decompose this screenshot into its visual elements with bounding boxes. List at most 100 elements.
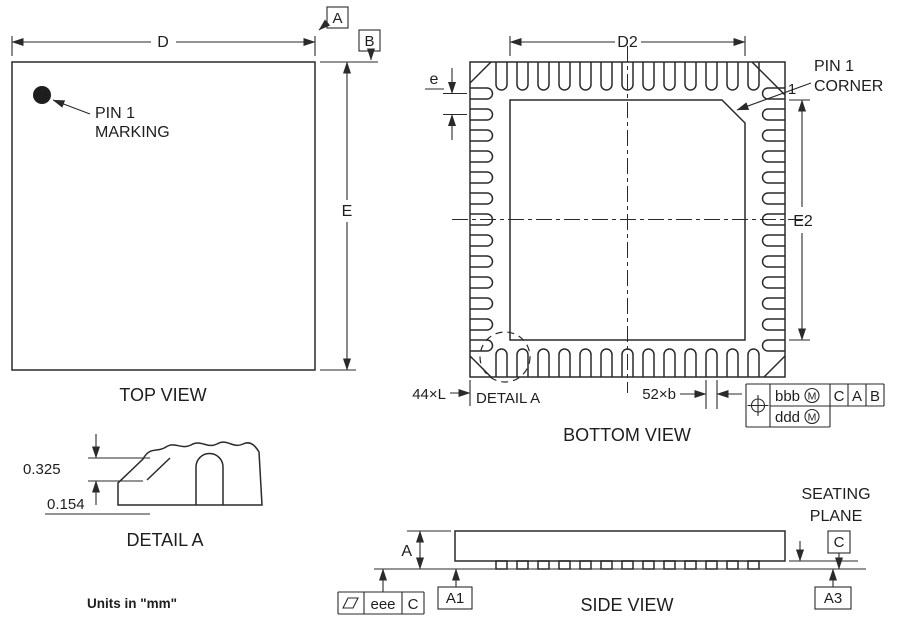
lead-slot <box>495 348 508 377</box>
detail-dim-top-label: 0.325 <box>23 461 61 478</box>
detail-a-title: DETAIL A <box>126 530 203 550</box>
pin1-corner-label-2: CORNER <box>814 78 883 95</box>
lead-slot <box>761 276 785 289</box>
side-lead <box>516 560 529 570</box>
seating-plane-label-1: SEATING <box>801 486 870 503</box>
pin1-marking-label-2: MARKING <box>95 124 170 141</box>
lead-slot <box>621 62 634 91</box>
detail-a-reference-label: DETAIL A <box>476 390 540 407</box>
lead-slot <box>761 171 785 184</box>
lead-slot <box>726 348 739 377</box>
lead-slot <box>470 108 494 121</box>
lead-slot <box>684 62 697 91</box>
circled-M-icon <box>804 408 820 425</box>
lead-slot <box>761 318 785 331</box>
pin1-corner-label-1: PIN 1 <box>814 58 854 75</box>
tolerance-bbb-modifier: M <box>808 391 817 403</box>
tolerance-datum-c: C <box>834 388 845 405</box>
position-tolerance-icon-cross <box>747 395 769 416</box>
flatness-datum-c: C <box>408 596 419 613</box>
top-package-outline <box>11 61 316 371</box>
lead-slot <box>470 318 494 331</box>
lead-slot <box>516 62 529 91</box>
detail-a-view: 0.325 0.154 DETAIL A <box>23 434 263 550</box>
side-lead <box>642 560 655 570</box>
dim-e2-label: E2 <box>793 213 813 230</box>
detail-a-callout-circle <box>479 331 531 383</box>
lead-slot <box>495 62 508 91</box>
lead-slot <box>470 150 494 163</box>
lead-row-bottom <box>495 348 760 377</box>
side-lead <box>726 560 739 570</box>
lead-slot <box>747 62 760 91</box>
lead-slot <box>761 339 785 352</box>
lead-slot <box>579 348 592 377</box>
lead-slot <box>642 62 655 91</box>
detail-dim-bottom-label: 0.154 <box>47 496 85 513</box>
units-note: Units in "mm" <box>87 596 177 611</box>
lead-slot <box>470 129 494 142</box>
lead-slot <box>761 129 785 142</box>
datum-a-label: A <box>332 10 342 27</box>
lead-slot <box>726 62 739 91</box>
bottom-view-title: BOTTOM VIEW <box>563 425 691 445</box>
lead-slot <box>663 62 676 91</box>
lead-slot <box>470 297 494 310</box>
datum-a-flag-box <box>326 6 349 29</box>
center-lines <box>452 46 803 393</box>
lead-slot <box>470 87 494 100</box>
pin1-marking-label-1: PIN 1 <box>95 105 135 122</box>
dim-a1-box <box>437 586 473 610</box>
dim-e-label: E <box>342 203 353 220</box>
lead-slot <box>470 276 494 289</box>
lead-slot <box>705 62 718 91</box>
lead-slot <box>761 255 785 268</box>
flatness-frame: eee C <box>337 568 425 615</box>
lead-slot <box>558 348 571 377</box>
lead-slot <box>600 62 613 91</box>
lead-length-label: 44×L <box>412 386 446 403</box>
flatness-symbol-icon <box>342 597 359 609</box>
side-lead <box>495 560 508 570</box>
top-view: PIN 1 MARKING D E A B TOP VIEW <box>11 6 381 405</box>
lead-slot <box>705 348 718 377</box>
lead-width-extension-lines <box>705 380 718 409</box>
side-lead <box>663 560 676 570</box>
datum-a-leader <box>318 19 331 31</box>
tolerance-bbb-value: bbb <box>775 388 800 405</box>
detail-chamfer-line <box>146 457 171 481</box>
tolerance-ddd-modifier: M <box>808 412 817 424</box>
side-lead <box>747 560 760 570</box>
flatness-eee-value: eee <box>370 596 395 613</box>
lead-slot <box>663 348 676 377</box>
lead-slot <box>537 62 550 91</box>
circled-M-icon <box>804 387 820 404</box>
lead-slot <box>684 348 697 377</box>
pin1-marking-dot <box>33 86 51 104</box>
dim-a1-label: A1 <box>446 590 464 607</box>
lead-slot <box>761 234 785 247</box>
lead-slot <box>470 192 494 205</box>
lead-slot <box>579 62 592 91</box>
lead-slot <box>470 213 494 226</box>
side-body-outline <box>454 530 786 562</box>
lead-slot <box>470 234 494 247</box>
detail-lead-slot <box>195 452 224 505</box>
dim-a3-box <box>814 586 852 610</box>
lead-slot <box>747 348 760 377</box>
side-lead <box>600 560 613 570</box>
side-view: A A1 A3 C SEATING PLANE eee C SIDE VIEW <box>337 486 871 615</box>
tolerance-ddd-value: ddd <box>775 409 800 426</box>
side-lead <box>705 560 718 570</box>
lead-slot <box>537 348 550 377</box>
side-lead <box>537 560 550 570</box>
lead-slot <box>761 213 785 226</box>
side-lead-row <box>495 560 760 570</box>
flatness-frame-grid <box>337 591 425 615</box>
lead-slot <box>642 348 655 377</box>
pin1-marking-leader <box>52 99 91 115</box>
lead-slot <box>600 348 613 377</box>
pin1-number-label: 1 <box>788 81 796 98</box>
lead-slot <box>761 150 785 163</box>
tolerance-frame-grid <box>745 383 885 428</box>
